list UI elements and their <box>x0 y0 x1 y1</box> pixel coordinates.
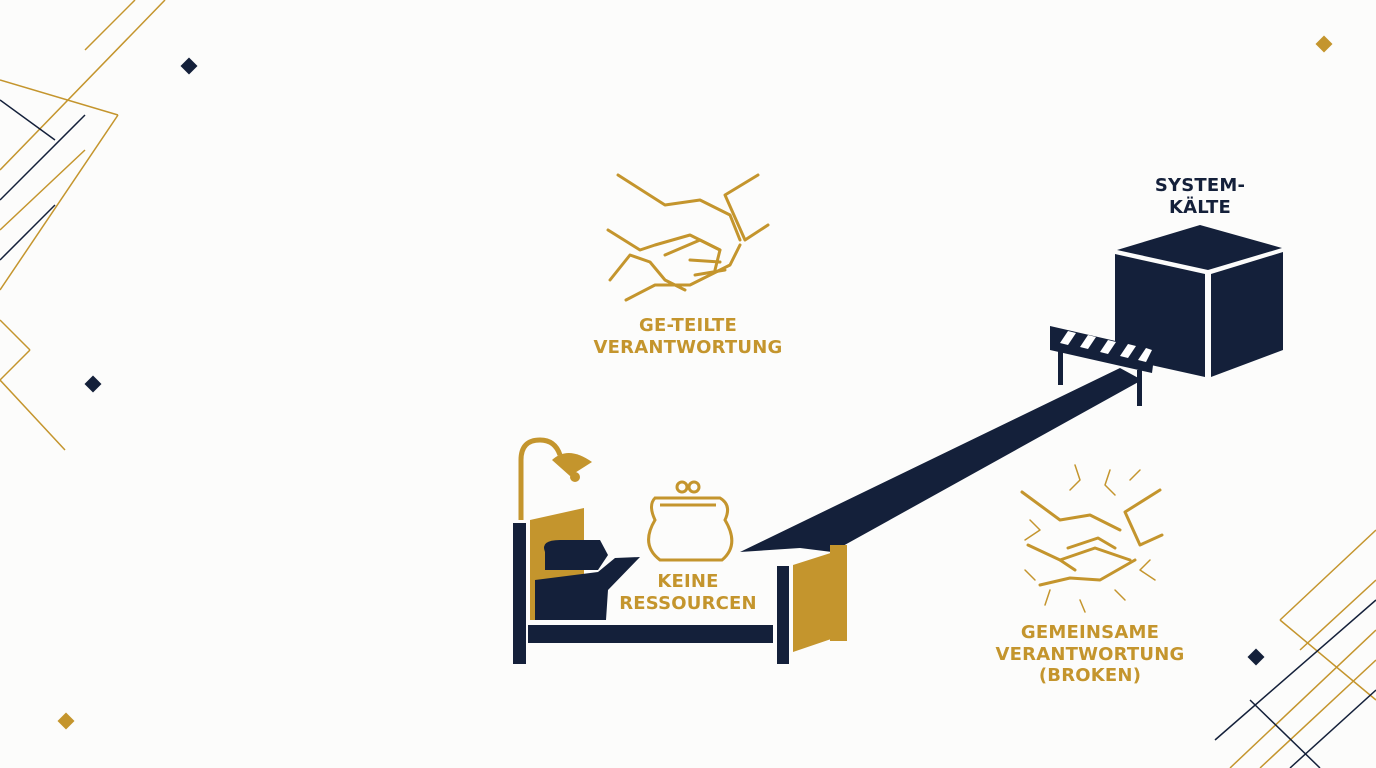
decorative-lines-bottom-right <box>1214 529 1376 768</box>
label-system-coldness: SYSTEM- KÄLTE <box>1120 175 1280 219</box>
handshake-icon <box>606 173 770 302</box>
label-line: KÄLTE <box>1169 197 1231 218</box>
label-line: GEMEINSAME <box>1020 622 1160 643</box>
label-line: (BROKEN) <box>1038 665 1142 686</box>
label-shared-responsibility: GE-TEILTE VERANTWORTUNG <box>560 315 816 359</box>
shadow-beam <box>740 368 1142 552</box>
purse-icon <box>647 480 734 562</box>
label-line: VERANTWORTUNG <box>593 337 783 358</box>
label-line: GE-TEILTE <box>638 315 738 336</box>
decorative-lines-top-left <box>0 0 166 451</box>
label-shared-responsibility-broken: GEMEINSAME VERANTWORTUNG (BROKEN) <box>980 622 1200 687</box>
label-line: VERANTWORTUNG <box>995 643 1185 665</box>
bed-icon <box>513 508 847 664</box>
label-line: RESSOURCEN <box>619 593 757 614</box>
cube-icon <box>1115 225 1283 377</box>
broken-handshake-icon <box>1020 464 1164 613</box>
label-line: KEINE <box>657 571 719 592</box>
lamp-icon <box>518 437 592 520</box>
barrier-icon <box>1050 326 1155 406</box>
label-no-resources: KEINE RESSOURCEN <box>600 571 776 615</box>
label-line: SYSTEM- <box>1154 175 1246 196</box>
